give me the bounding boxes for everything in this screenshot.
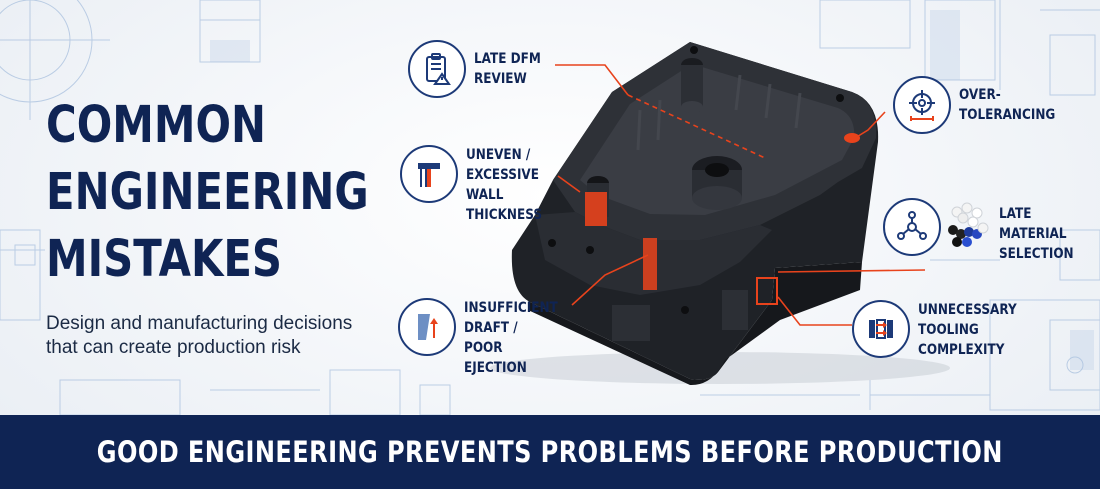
plastic-housing-part xyxy=(490,42,950,386)
callout-line: SELECTION xyxy=(999,246,1074,262)
callout-late-material-selection: LATE MATERIAL SELECTION xyxy=(883,198,1086,264)
callout-label: LATE DFM REVIEW xyxy=(474,49,541,89)
footer-banner: GOOD ENGINEERING PREVENTS PROBLEMS BEFOR… xyxy=(0,415,1100,489)
headline: COMMON ENGINEERING MISTAKES xyxy=(46,92,369,293)
callout-line: TOLERANCING xyxy=(959,107,1056,123)
callout-late-dfm-review: LATE DFM REVIEW xyxy=(408,40,552,98)
callout-line: EXCESSIVE xyxy=(466,167,539,183)
callout-line: LATE xyxy=(999,206,1032,222)
callout-label: OVER- TOLERANCING xyxy=(959,85,1055,125)
headline-line: MISTAKES xyxy=(46,230,283,289)
callout-line: INSUFFICIENT xyxy=(464,300,558,316)
callout-label: UNNECESSARY TOOLING COMPLEXITY xyxy=(918,300,1017,360)
callout-line: EJECTION xyxy=(464,360,527,376)
callout-line: LATE DFM xyxy=(474,51,541,67)
crosshair-tolerance-icon xyxy=(893,76,951,134)
material-network-icon xyxy=(883,198,941,256)
mold-tooling-icon xyxy=(852,300,910,358)
draft-angle-icon xyxy=(398,298,456,356)
subtitle: Design and manufacturing decisions that … xyxy=(46,312,356,360)
callout-label: LATE MATERIAL SELECTION xyxy=(999,204,1074,264)
blueprint-background xyxy=(0,0,1100,415)
callout-line: OVER- xyxy=(959,87,1001,103)
headline-line: COMMON xyxy=(46,96,267,155)
callout-line: POOR xyxy=(464,340,503,356)
callout-label: UNEVEN / EXCESSIVE WALL THICKNESS xyxy=(466,145,542,225)
callout-line: UNEVEN / xyxy=(466,147,531,163)
subtitle-line: that can create production risk xyxy=(46,337,301,358)
wall-section-icon xyxy=(400,145,458,203)
callout-label: INSUFFICIENT DRAFT / POOR EJECTION xyxy=(464,298,558,378)
callout-line: COMPLEXITY xyxy=(918,342,1005,358)
callout-wall-thickness: UNEVEN / EXCESSIVE WALL THICKNESS xyxy=(400,145,554,225)
callout-line: REVIEW xyxy=(474,71,527,87)
callout-line: UNNECESSARY xyxy=(918,302,1017,318)
callout-tooling-complexity: UNNECESSARY TOOLING COMPLEXITY xyxy=(852,300,1033,360)
callout-insufficient-draft: INSUFFICIENT DRAFT / POOR EJECTION xyxy=(398,298,573,378)
subtitle-line: Design and manufacturing decisions xyxy=(46,313,353,334)
headline-line: ENGINEERING xyxy=(46,163,369,222)
checklist-warning-icon xyxy=(408,40,466,98)
callout-line: TOOLING xyxy=(918,322,979,338)
callout-over-tolerancing: OVER- TOLERANCING xyxy=(893,76,1071,134)
callout-line: THICKNESS xyxy=(466,207,543,223)
callout-line: DRAFT / xyxy=(464,320,518,336)
callout-line: MATERIAL xyxy=(999,226,1067,242)
callout-line: WALL xyxy=(466,187,504,203)
footer-tagline: GOOD ENGINEERING PREVENTS PROBLEMS BEFOR… xyxy=(97,435,1003,469)
plastic-pellets-image xyxy=(948,202,989,247)
